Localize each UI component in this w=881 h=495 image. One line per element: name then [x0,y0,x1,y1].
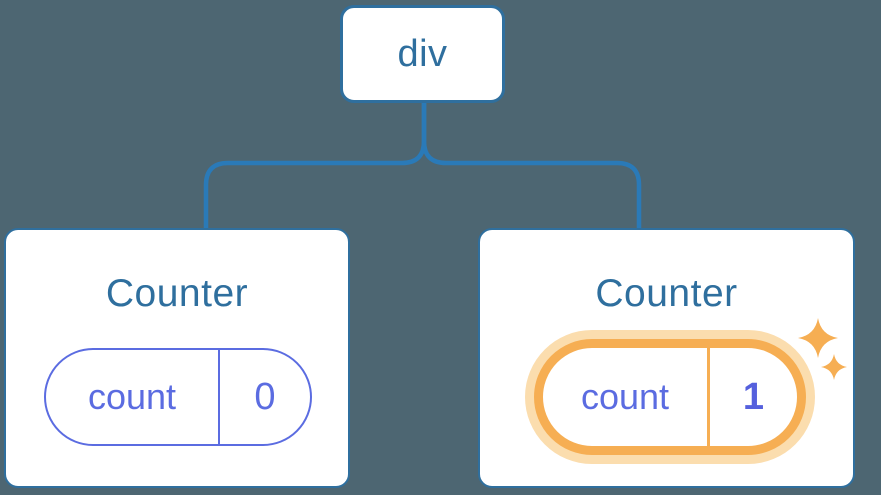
state-pill-count-1-highlighted: count 1 [534,339,806,455]
connector-right-branch [421,103,642,228]
state-key-label: count [543,348,710,446]
counter-title: Counter [595,272,738,315]
root-node-div: div [340,5,505,103]
counter-card-right: Counter count 1 [478,228,855,488]
state-key-label: count [46,350,220,444]
counter-card-left: Counter count 0 [4,228,350,488]
state-value: 0 [254,375,276,418]
counter-title: Counter [105,272,249,315]
state-value: 1 [742,375,765,418]
state-pill-count-0: count 0 [44,348,312,446]
root-node-label: div [397,32,448,75]
connector-left-branch [203,103,427,228]
